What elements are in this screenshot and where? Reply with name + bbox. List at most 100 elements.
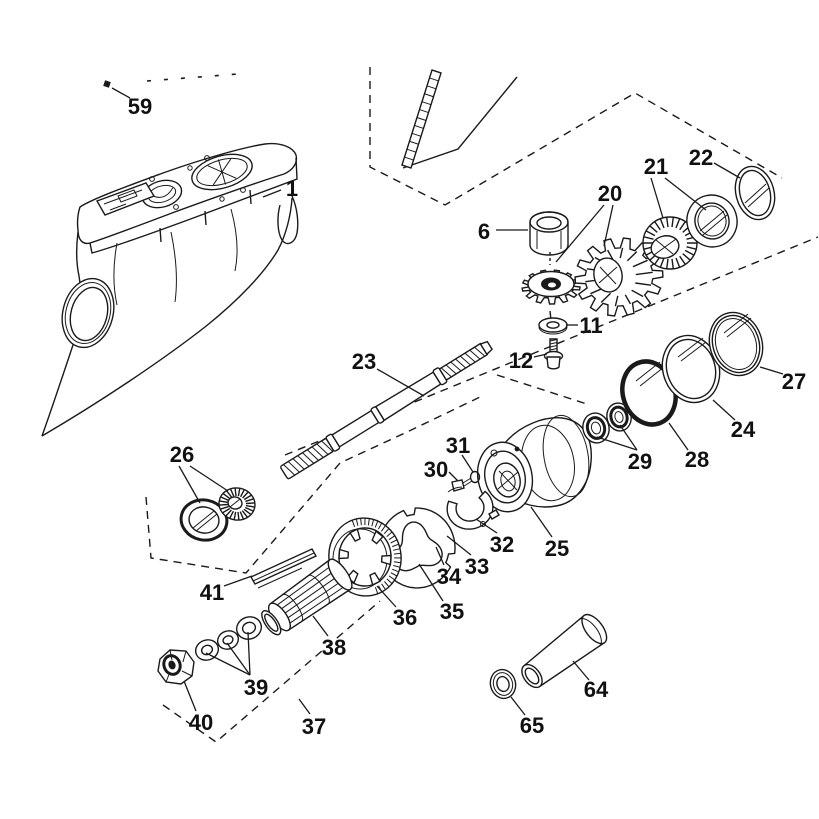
leader-line-20	[603, 204, 614, 247]
leader-line-39	[226, 642, 251, 676]
gearcase-housing	[41, 142, 299, 437]
part-callout-39: 39	[205, 631, 268, 700]
pinion-sleeve-6	[529, 211, 569, 265]
part-label-64: 64	[584, 677, 609, 702]
bearing-cup-21	[686, 194, 738, 248]
pinion-gear-20	[521, 269, 581, 321]
part-callout-26: 26	[170, 442, 229, 504]
part-label-33: 33	[465, 554, 489, 579]
part-callout-22: 22	[689, 145, 741, 179]
leader-line-40	[183, 680, 197, 712]
part-callout-27: 27	[759, 366, 806, 394]
part-callout-25: 25	[530, 506, 569, 561]
deck-cavity	[95, 182, 156, 216]
part-callout-28: 28	[668, 422, 709, 472]
part-label-59: 59	[128, 94, 152, 119]
leader-line-23	[376, 368, 425, 397]
part-callout-33: 33	[446, 535, 489, 579]
part-callout-36: 36	[376, 585, 417, 630]
leader-line-27	[759, 366, 784, 375]
leader-line-35	[418, 563, 444, 602]
leader-line-31	[461, 454, 474, 473]
prop-nut-40	[157, 649, 195, 685]
part-callout-29: 29	[596, 424, 652, 474]
leader-line-22	[713, 162, 741, 179]
part-label-32: 32	[490, 532, 514, 557]
part-callout-64: 64	[572, 660, 609, 702]
leader-line-20	[555, 204, 605, 263]
part-label-39: 39	[244, 675, 268, 700]
part-label-65: 65	[520, 713, 544, 738]
plug-part-59	[103, 80, 111, 88]
part-label-34: 34	[437, 564, 462, 589]
screw-30	[451, 477, 473, 492]
part-callout-24: 24	[712, 399, 756, 442]
leader-line-39	[205, 652, 251, 676]
part-label-12: 12	[509, 348, 533, 373]
deck-bolt-holes	[149, 155, 246, 210]
part-callout-30: 30	[424, 457, 459, 482]
part-label-31: 31	[446, 433, 470, 458]
deck-vent-opening	[191, 153, 253, 191]
part-label-40: 40	[189, 710, 213, 735]
part-callout-34: 34	[435, 546, 462, 589]
part-label-29: 29	[628, 449, 652, 474]
ring-24	[661, 334, 721, 404]
washer-65	[489, 668, 517, 700]
part-callout-37: 37	[298, 698, 326, 739]
part-label-27: 27	[782, 369, 806, 394]
part-label-24: 24	[731, 417, 756, 442]
washers-39	[194, 616, 263, 661]
part-label-1: 1	[286, 176, 298, 201]
washer-11	[538, 317, 568, 335]
leader-line-36	[376, 585, 397, 608]
part-callout-35: 35	[418, 563, 464, 624]
leader-line-28	[668, 422, 689, 451]
leader-line-37	[298, 698, 311, 715]
leader-line-21	[664, 177, 707, 211]
leader-line-26	[178, 465, 201, 504]
screw-12	[543, 338, 564, 370]
part-callout-1: 1	[262, 176, 298, 201]
spacer-tube-64	[521, 613, 608, 689]
part-label-6: 6	[478, 219, 490, 244]
leader-line-41	[223, 575, 253, 587]
ring-31	[469, 470, 481, 484]
leader-line-24	[712, 399, 736, 421]
part-label-20: 20	[598, 181, 622, 206]
part-callout-31: 31	[446, 433, 474, 473]
part-label-23: 23	[352, 349, 376, 374]
part-callout-32: 32	[475, 518, 514, 557]
part-label-30: 30	[424, 457, 448, 482]
bearing-21	[642, 216, 698, 270]
leader-line-25	[530, 506, 553, 538]
part-callout-12: 12	[509, 348, 548, 373]
leader-line-21	[650, 177, 664, 219]
leader-line-59	[111, 87, 131, 99]
part-callout-59: 59	[111, 87, 152, 119]
leader-line-1	[262, 189, 282, 198]
spacer-spool-38	[261, 558, 353, 636]
part-callout-65: 65	[510, 696, 544, 738]
spring-ring-27	[708, 311, 764, 377]
driveshaft-stub	[401, 69, 518, 169]
leader-line-33	[446, 535, 472, 556]
leader-line-30	[448, 471, 459, 482]
shim-41	[250, 548, 317, 589]
part-label-36: 36	[393, 605, 417, 630]
part-callout-6: 6	[478, 219, 528, 244]
part-callout-11: 11	[566, 313, 603, 338]
part-callout-38: 38	[312, 615, 346, 660]
part-callout-40: 40	[183, 680, 213, 735]
part-callout-23: 23	[352, 349, 425, 397]
forward-gear-20	[574, 237, 664, 317]
leader-line-32	[475, 518, 498, 534]
part-callout-41: 41	[200, 575, 253, 605]
part-callout-21: 21	[644, 154, 707, 219]
part-label-28: 28	[685, 447, 709, 472]
leader-line-65	[510, 696, 526, 716]
part-label-22: 22	[689, 145, 713, 170]
part-label-21: 21	[644, 154, 668, 179]
